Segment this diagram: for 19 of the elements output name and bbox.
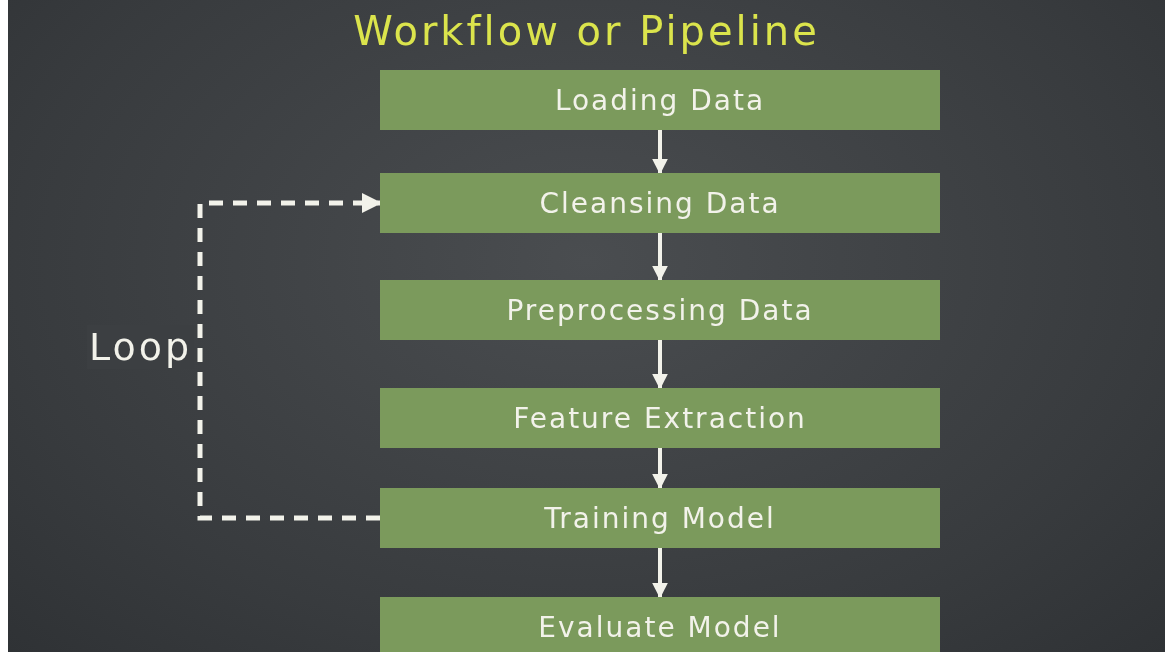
dashed-loop-arrow (197, 193, 382, 521)
arrow (652, 233, 668, 282)
process-box (380, 597, 940, 652)
box-label: Cleansing Data (539, 186, 781, 220)
arrow (652, 130, 668, 175)
box-label: Preprocessing Data (506, 293, 814, 327)
process-box (380, 70, 940, 130)
box-label: Evaluate Model (538, 610, 782, 644)
process-box (380, 173, 940, 233)
process-box (380, 388, 940, 448)
process-box (380, 280, 940, 340)
box-label: Feature Extraction (513, 401, 807, 435)
arrow (652, 340, 668, 390)
arrow (652, 548, 668, 599)
process-box (380, 488, 940, 548)
title: Workflow or Pipeline (352, 8, 821, 54)
box-label: Loading Data (554, 83, 766, 117)
arrow (652, 448, 668, 490)
box-label: Training Model (544, 501, 776, 535)
